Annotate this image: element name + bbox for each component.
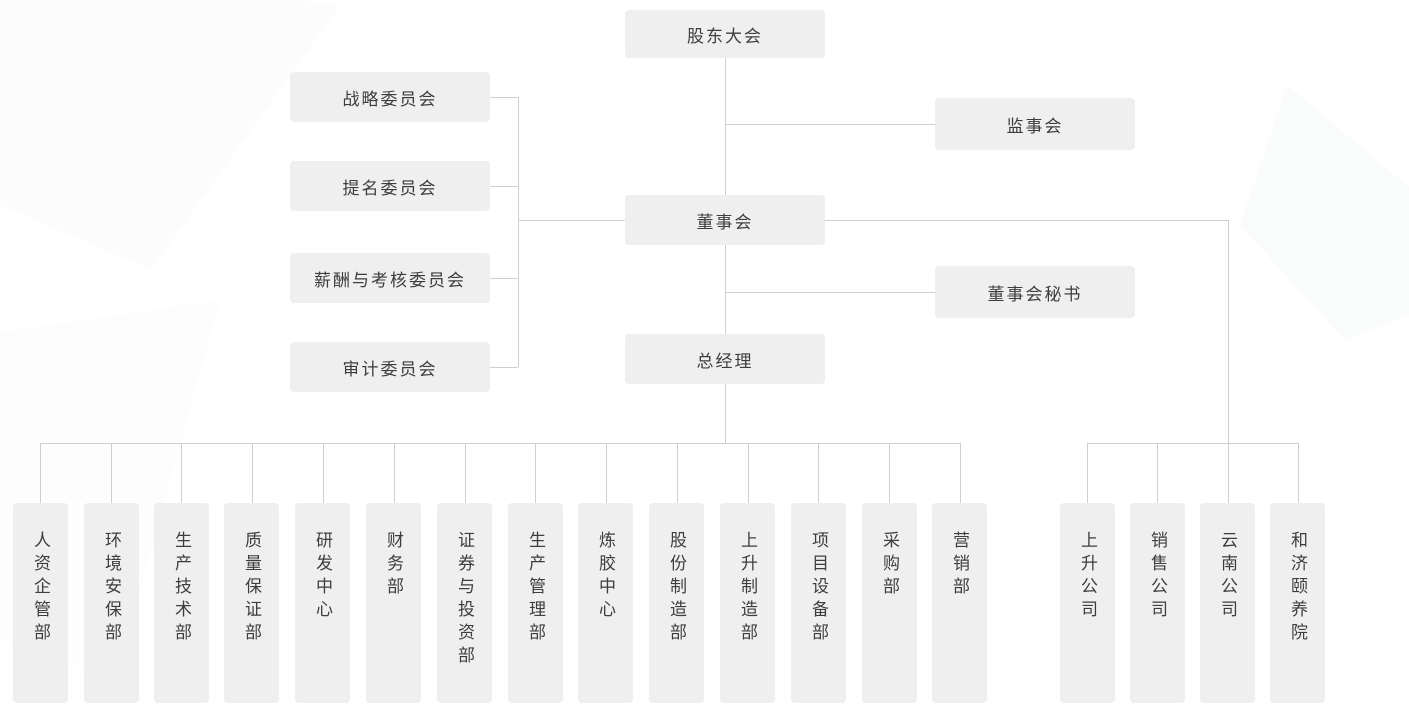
node-department: 项目设备部 (791, 503, 846, 703)
background-watermark (0, 0, 340, 270)
node-general-manager: 总经理 (625, 334, 825, 384)
node-board-of-directors: 董事会 (625, 195, 825, 245)
node-department: 证券与投资部 (437, 503, 492, 703)
connector-board-to-subsidiaries-v (1228, 220, 1229, 443)
connector-subsidiary-drop (1157, 443, 1158, 503)
connector-dept-drop (960, 443, 961, 503)
node-department: 生产管理部 (508, 503, 563, 703)
node-board-secretary: 董事会秘书 (935, 266, 1135, 318)
connector-dept-drop (677, 443, 678, 503)
background-watermark (1240, 85, 1409, 340)
node-department: 质量保证部 (224, 503, 279, 703)
node-department: 炼胶中心 (578, 503, 633, 703)
node-remuneration-committee: 薪酬与考核委员会 (290, 253, 490, 303)
connector-to-supervisory-board (725, 124, 935, 125)
connector-gm-down (725, 384, 726, 443)
node-subsidiary: 销售公司 (1130, 503, 1185, 703)
connector-dept-drop (818, 443, 819, 503)
node-nomination-committee: 提名委员会 (290, 161, 490, 211)
connector-subsidiaries-bus (1087, 443, 1298, 444)
node-strategy-committee: 战略委员会 (290, 72, 490, 122)
connector-dept-drop (606, 443, 607, 503)
node-department: 营销部 (932, 503, 987, 703)
connector-dept-drop (323, 443, 324, 503)
connector-board-gm (725, 245, 726, 334)
node-subsidiary: 和济颐养院 (1270, 503, 1325, 703)
connector-strategy-stub (490, 97, 518, 98)
connector-dept-drop (535, 443, 536, 503)
connector-shareholders-board (725, 58, 726, 195)
node-department: 研发中心 (295, 503, 350, 703)
node-shareholders-meeting: 股东大会 (625, 10, 825, 58)
connector-dept-drop (111, 443, 112, 503)
connector-board-to-subsidiaries-h (825, 220, 1228, 221)
connector-subsidiary-drop (1087, 443, 1088, 503)
node-department: 采购部 (862, 503, 917, 703)
node-department: 环境安保部 (84, 503, 139, 703)
connector-dept-drop (181, 443, 182, 503)
node-supervisory-board: 监事会 (935, 98, 1135, 150)
node-department: 股份制造部 (649, 503, 704, 703)
connector-remuneration-stub (490, 278, 518, 279)
connector-dept-drop (465, 443, 466, 503)
node-department: 财务部 (366, 503, 421, 703)
connector-dept-drop (394, 443, 395, 503)
connector-committees-rail (518, 97, 519, 367)
connector-subsidiary-drop (1228, 443, 1229, 503)
node-department: 上升制造部 (720, 503, 775, 703)
node-department: 生产技术部 (154, 503, 209, 703)
node-subsidiary: 上升公司 (1060, 503, 1115, 703)
connector-subsidiary-drop (1298, 443, 1299, 503)
node-audit-committee: 审计委员会 (290, 342, 490, 392)
connector-nomination-stub (490, 186, 518, 187)
connector-departments-bus (40, 443, 960, 444)
connector-dept-drop (252, 443, 253, 503)
connector-dept-drop (40, 443, 41, 503)
node-subsidiary: 云南公司 (1200, 503, 1255, 703)
connector-audit-stub (490, 367, 518, 368)
node-department: 人资企管部 (13, 503, 68, 703)
connector-committees-to-board (518, 220, 625, 221)
connector-to-board-secretary (725, 292, 935, 293)
connector-dept-drop (748, 443, 749, 503)
connector-dept-drop (889, 443, 890, 503)
